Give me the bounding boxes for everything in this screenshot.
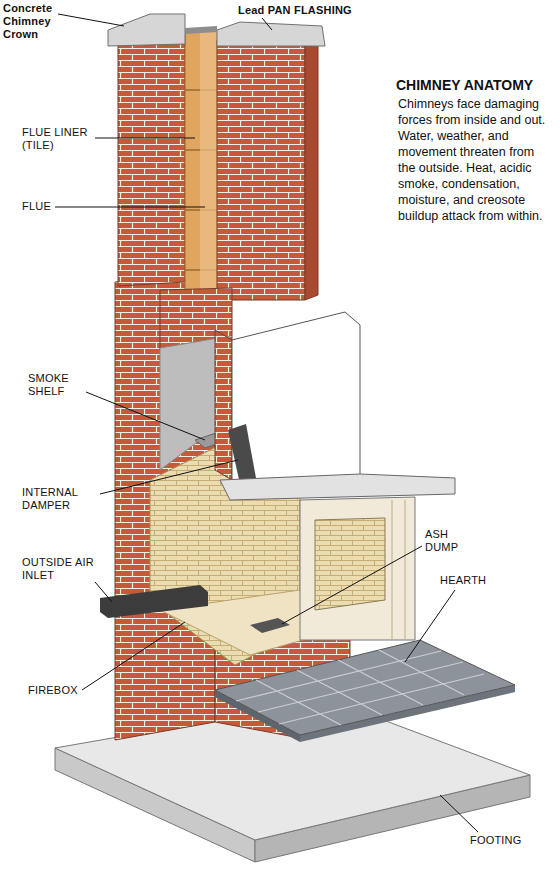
leader-line [86, 392, 205, 440]
chimney-crown [217, 22, 325, 46]
pan-flashing [185, 26, 217, 34]
leader-line [282, 546, 422, 624]
air-inlet [100, 585, 208, 618]
mantel-shelf [220, 474, 455, 500]
part-label: ASH DUMP [425, 528, 475, 554]
ash-dump [250, 618, 290, 633]
diagram-caption: Chimneys face damaging forces from insid… [398, 96, 550, 224]
part-label: HEARTH [440, 574, 500, 587]
leader-line [440, 795, 478, 832]
pilaster-line [392, 500, 405, 640]
leader-line [95, 138, 195, 139]
tile-joint [236, 650, 484, 725]
leader-line [405, 590, 455, 662]
part-label: FLUE LINER (TILE) [22, 126, 94, 152]
fireplace-surround [300, 497, 415, 640]
stack-brick [217, 40, 305, 300]
chimney-crown [108, 14, 185, 46]
flue-space [200, 30, 217, 300]
part-label: FIREBOX [28, 684, 88, 697]
part-label: OUTSIDE AIR INLET [22, 556, 94, 582]
stack-brick [118, 36, 185, 286]
part-label: SMOKE SHELF [28, 372, 84, 398]
leader-line [58, 14, 124, 26]
leader-line [95, 582, 112, 602]
hearth-tiles [215, 640, 515, 735]
flue-liner [185, 30, 217, 300]
stack-side [305, 38, 318, 300]
part-label: FOOTING [470, 834, 540, 847]
part-label: INTERNAL DAMPER [22, 486, 100, 512]
leader-line [100, 460, 238, 494]
leader-line [55, 207, 205, 208]
fireplace-opening [315, 518, 385, 610]
leader-line [262, 18, 272, 30]
part-label: Lead PAN FLASHING [238, 4, 438, 17]
diagram-title: CHIMNEY ANATOMY [396, 77, 556, 94]
leader-line [82, 622, 185, 690]
part-label: FLUE [22, 200, 62, 213]
part-label: Concrete Chimney Crown [3, 2, 59, 41]
internal-damper [228, 424, 256, 484]
breast-side [215, 330, 232, 480]
